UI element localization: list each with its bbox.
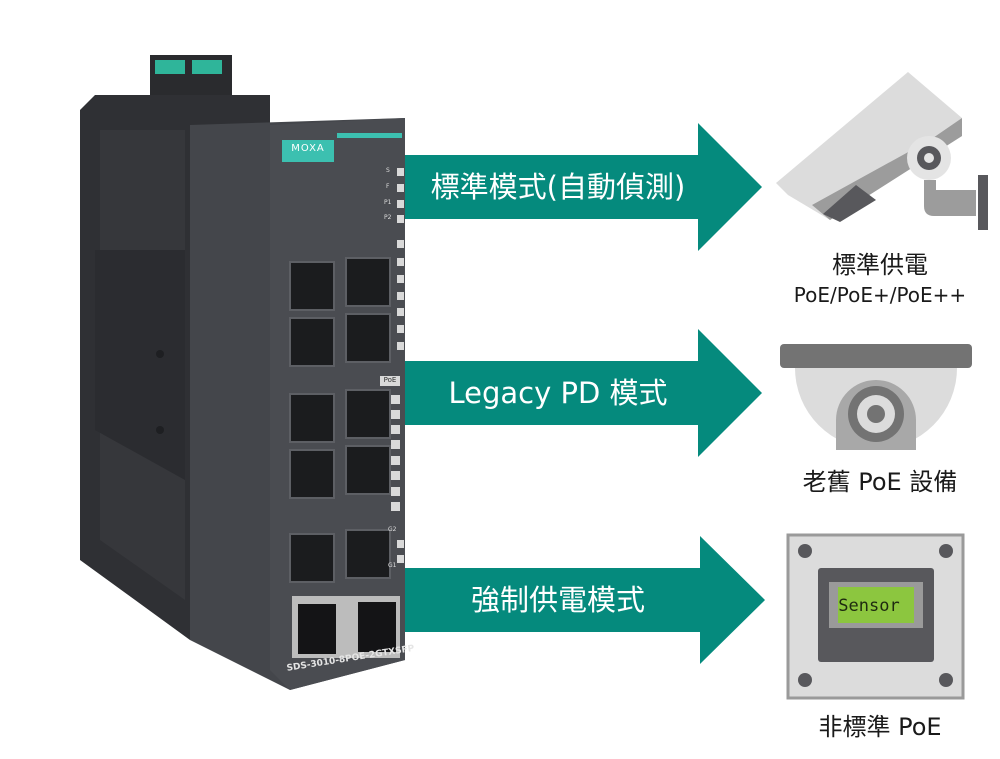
brand-logo: MOXA (291, 143, 325, 154)
device-label-nonstandard: 非標準 PoE (818, 713, 942, 741)
led-label-p1: P1 (384, 199, 392, 206)
dome-camera-icon (780, 344, 972, 450)
mode-label-forced: 強制供電模式 (470, 583, 645, 617)
mode-label-standard: 標準模式(自動偵測) (430, 170, 686, 204)
mode-label-legacy: Legacy PD 模式 (448, 376, 668, 410)
bullet-camera-icon (776, 72, 988, 230)
poe-badge: PoE (383, 376, 397, 384)
port-label-g2: G2 (388, 526, 397, 533)
led-label-p2: P2 (384, 214, 392, 221)
led-label-s: S (386, 167, 390, 174)
arrow-forced-mode (405, 536, 765, 664)
device-sublabel-standard: PoE/PoE+/PoE++ (793, 283, 967, 307)
industrial-switch-image (80, 55, 405, 690)
rj45-ports (289, 257, 391, 583)
device-label-legacy: 老舊 PoE 設備 (802, 468, 958, 496)
sensor-screen-text: Sensor (838, 596, 900, 616)
device-label-standard: 標準供電 (832, 251, 928, 279)
led-label-f: F (386, 183, 390, 190)
sfp-ports (292, 596, 400, 658)
arrow-standard-mode (405, 123, 762, 251)
port-label-g1: G1 (388, 562, 397, 569)
sensor-panel-icon (786, 533, 965, 700)
arrow-legacy-mode (405, 329, 762, 457)
